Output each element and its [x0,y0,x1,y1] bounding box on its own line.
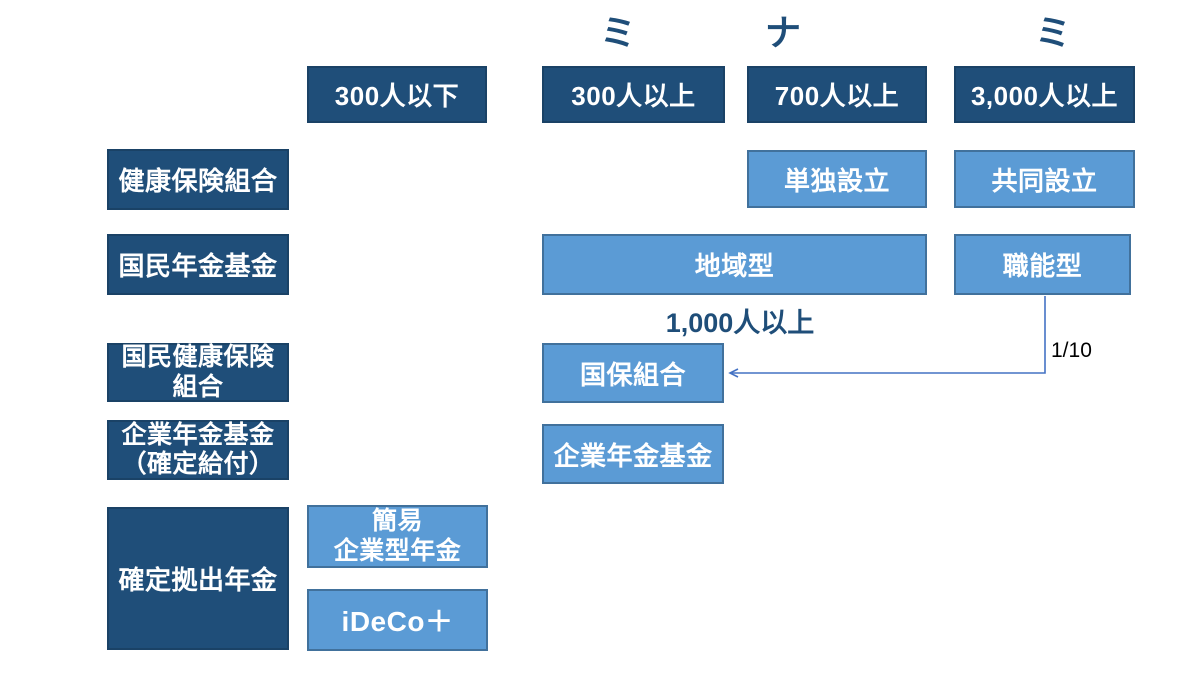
row-label-corporate-pension-fund-db-line2: （確定給付） [121,450,275,478]
cell-corporate-pension-fund: 企業年金基金 [542,424,724,484]
header-box-over-300: 300人以上 [542,66,725,123]
note-one-tenth: 1/10 [1051,339,1092,362]
cell-ideco-plus: iDeCo＋ [307,589,488,651]
row-label-health-insurance-union: 健康保険組合 [107,149,289,210]
row-label-defined-contribution-pension: 確定拠出年金 [107,507,289,650]
cell-occupational-type: 職能型 [954,234,1131,295]
row-label-national-health-insurance-union-line2: 組合 [172,372,224,401]
cell-kokuho-union: 国保組合 [542,343,724,403]
kana-heading-na: ナ [764,12,801,53]
kana-heading-mi-left: ミ [599,12,636,53]
kana-heading-mi-right: ミ [1034,12,1071,53]
cell-joint-establishment: 共同設立 [954,150,1135,208]
header-box-under-300: 300人以下 [307,66,487,123]
header-box-over-3000: 3,000人以上 [954,66,1135,123]
header-box-over-700: 700人以上 [747,66,927,123]
cell-simple-corporate-pension-line1: 簡易 [371,507,423,535]
cell-simple-corporate-pension: 簡易 企業型年金 [307,505,488,568]
row-label-corporate-pension-fund-db: 企業年金基金 （確定給付） [107,420,289,480]
row-label-national-health-insurance-union: 国民健康保険 組合 [107,343,289,402]
row-label-national-pension-fund: 国民年金基金 [107,234,289,295]
cell-simple-corporate-pension-line2: 企業型年金 [333,536,462,565]
cell-single-establishment: 単独設立 [747,150,927,208]
note-over-1000: 1,000人以上 [665,308,815,338]
row-label-corporate-pension-fund-db-line1: 企業年金基金 [121,420,275,449]
cell-regional-type: 地域型 [542,234,927,295]
row-label-national-health-insurance-union-line1: 国民健康保険 [121,343,275,371]
